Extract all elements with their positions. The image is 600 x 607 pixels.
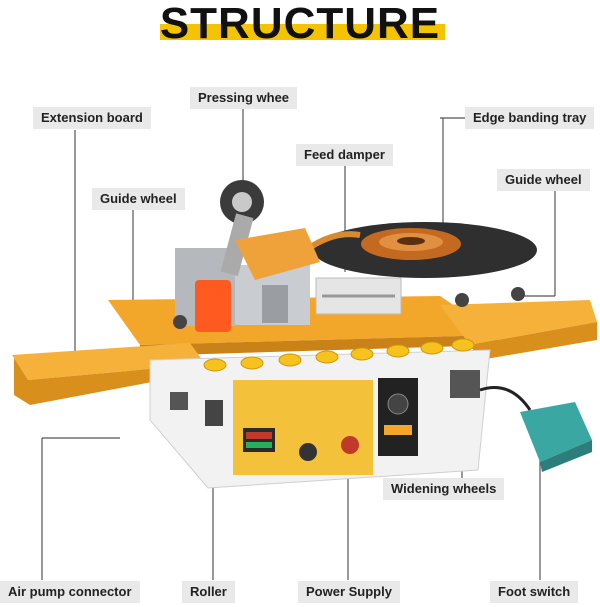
label-air-pump-connector: Air pump connector [0, 581, 140, 603]
title-area: STRUCTURE [0, 0, 600, 52]
glue-pot [195, 280, 231, 332]
label-power-supply: Power Supply [298, 581, 400, 603]
label-extension-board: Extension board [33, 107, 151, 129]
label-roller: Roller [182, 581, 235, 603]
guide-wheel-left-part [173, 315, 187, 329]
top-plate-edge [140, 335, 498, 356]
air-pump-connector-part [170, 392, 188, 410]
foot-switch-cable [479, 386, 532, 411]
title-highlight [160, 24, 445, 40]
control-panel [233, 380, 373, 475]
knob-right [341, 436, 359, 454]
motor-controller [378, 378, 418, 456]
guide-wheel-right-part1 [455, 293, 469, 307]
label-pressing-whee: Pressing whee [190, 87, 298, 109]
right-extension-board [440, 300, 597, 345]
label-widening-wheels: Widening wheels [383, 478, 505, 500]
left-extension-board [12, 343, 205, 380]
guide-wheel-right-part2 [511, 287, 525, 301]
label-guide-wheel-left: Guide wheel [92, 188, 185, 210]
label-foot-switch: Foot switch [490, 581, 579, 603]
right-extension-edge [470, 322, 597, 360]
label-feed-damper: Feed damper [296, 144, 393, 166]
roller-bracket [205, 400, 223, 426]
label-guide-wheel-right: Guide wheel [497, 169, 590, 191]
foot-switch-pedal [520, 402, 592, 462]
label-edge-banding-tray: Edge banding tray [465, 107, 595, 129]
temperature-display [243, 428, 275, 452]
knob-left [299, 443, 317, 461]
roller-row [203, 338, 475, 372]
widening-wheels-part [450, 370, 480, 398]
top-cover [235, 228, 320, 280]
banding-coil-hub [397, 237, 425, 245]
page-title: STRUCTURE [159, 0, 441, 48]
